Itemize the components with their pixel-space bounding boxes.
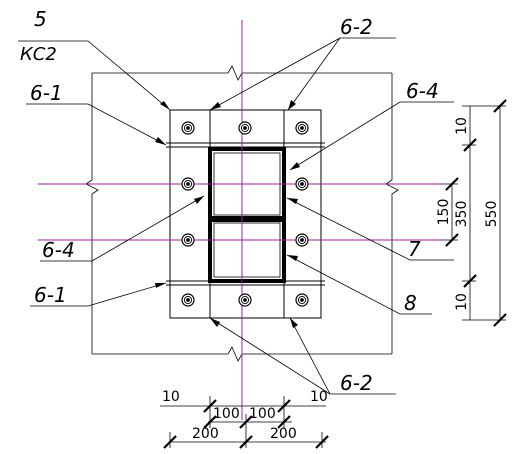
dim-100-left: 100 — [213, 406, 240, 422]
bolt — [297, 179, 307, 189]
dim-10-top: 10 — [454, 117, 470, 135]
bolt — [297, 235, 307, 245]
bolt — [183, 123, 193, 133]
bolts — [181, 121, 309, 307]
bolt — [186, 126, 190, 130]
bolt — [183, 179, 193, 189]
bolt — [300, 182, 304, 186]
dim-200-left: 200 — [192, 426, 219, 442]
bolt — [240, 123, 250, 133]
straps-6-1 — [166, 142, 325, 286]
label-6-2-bottom: 6-2 — [340, 371, 373, 395]
dimension-chain-right: 10 150 350 550 10 — [436, 99, 507, 327]
bolt — [186, 298, 190, 302]
label-ks2: КС2 — [20, 44, 57, 65]
label-8: 8 — [404, 291, 417, 315]
dim-350: 350 — [454, 201, 470, 228]
dim-10-left: 10 — [162, 389, 180, 405]
bolt — [183, 235, 193, 245]
dimension-chain-bottom: 10 100 100 10 200 200 — [160, 389, 329, 449]
bolt — [300, 298, 304, 302]
bolt — [297, 295, 307, 305]
bolt — [243, 126, 247, 130]
label-5: 5 — [34, 7, 47, 31]
dim-10-right: 10 — [310, 389, 328, 405]
label-7: 7 — [408, 237, 421, 261]
dim-550: 550 — [484, 201, 500, 228]
dim-10-bottom: 10 — [454, 293, 470, 311]
bolt — [297, 123, 307, 133]
bolt — [183, 295, 193, 305]
axis-lines — [38, 20, 440, 420]
bolt — [240, 295, 250, 305]
dim-150: 150 — [436, 199, 452, 226]
label-6-2-top: 6-2 — [340, 15, 373, 39]
leader-lines — [18, 37, 454, 395]
dim-100-right: 100 — [249, 406, 276, 422]
box-section — [208, 147, 286, 283]
flange-plates — [209, 109, 285, 319]
bolt — [300, 126, 304, 130]
part-labels: 5 КС2 6-2 6-1 6-4 6-4 7 8 6-1 6-2 — [20, 7, 439, 395]
corner-plates — [169, 109, 322, 319]
label-6-1-top: 6-1 — [30, 81, 63, 105]
bolt — [186, 182, 190, 186]
bolt — [186, 238, 190, 242]
dim-200-right: 200 — [270, 426, 297, 442]
label-6-4-left: 6-4 — [42, 238, 75, 262]
label-6-1-bottom: 6-1 — [34, 283, 67, 307]
bolt — [243, 298, 247, 302]
label-6-4-right: 6-4 — [406, 79, 439, 103]
bolt — [300, 238, 304, 242]
